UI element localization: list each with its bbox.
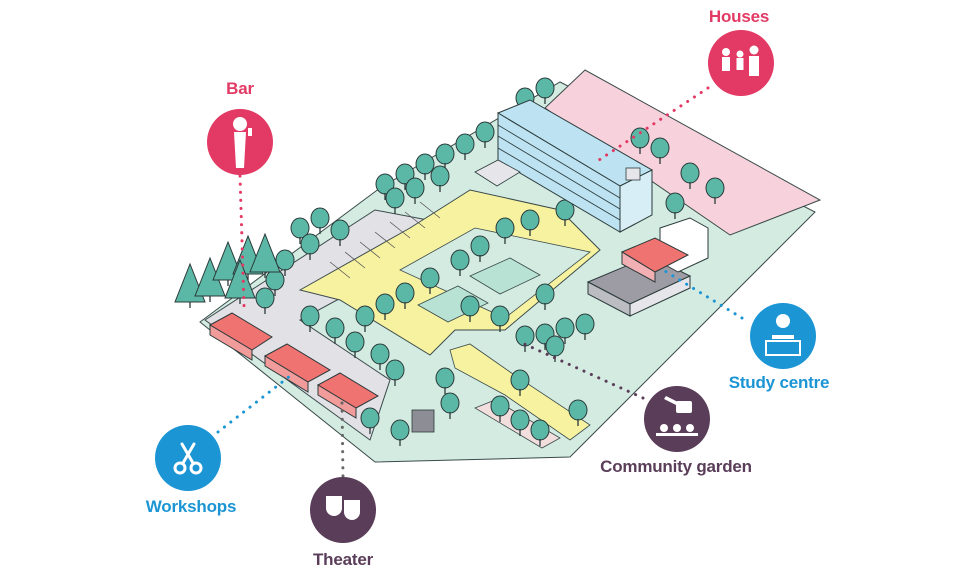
- workshop-buildings: [208, 312, 435, 433]
- study-building: [586, 217, 709, 317]
- theater-marker: [310, 477, 376, 543]
- community-garden-label: Community garden: [600, 457, 752, 476]
- scissors-icon: [173, 442, 203, 475]
- workshops-label: Workshops: [145, 497, 237, 516]
- study-centre-marker: [750, 303, 816, 369]
- connector-lines: [216, 86, 744, 478]
- bar-connector: [238, 174, 246, 308]
- woman-with-drink-icon: [233, 117, 252, 168]
- houses-label: Houses: [708, 7, 770, 26]
- garden-connector: [518, 340, 645, 400]
- apartment-building: [474, 99, 654, 233]
- bar-marker: [207, 109, 273, 175]
- houses-marker: [708, 30, 774, 96]
- workshops-connector: [216, 374, 292, 434]
- watering-can-icon: [656, 396, 698, 436]
- study-connector: [658, 266, 744, 320]
- study-centre-label: Study centre: [728, 373, 830, 392]
- community-garden-marker: [644, 386, 710, 452]
- family-icon: [722, 45, 759, 76]
- workshops-marker: [155, 425, 221, 491]
- bar-label: Bar: [226, 79, 254, 98]
- theater-label: Theater: [312, 550, 374, 569]
- theater-masks-icon: [326, 496, 360, 520]
- person-at-laptop-icon: [765, 314, 801, 356]
